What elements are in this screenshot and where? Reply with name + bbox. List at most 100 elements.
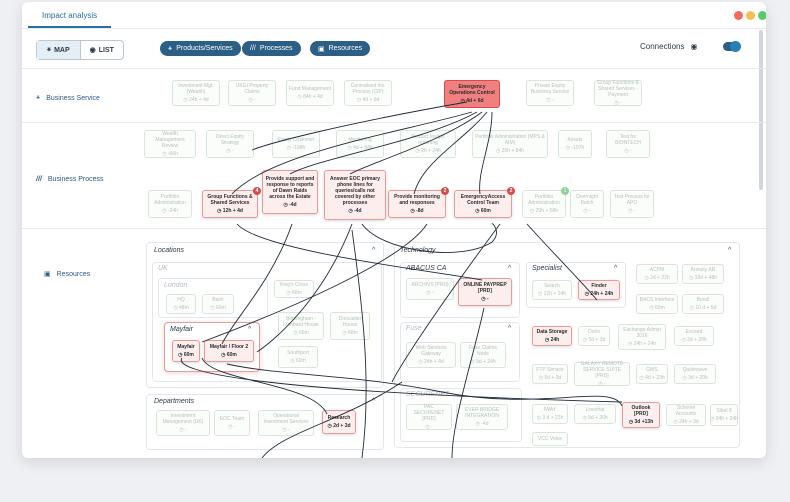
- mayfair-title: Mayfair: [170, 326, 193, 333]
- process-node[interactable]: Answer EOC primary phone lines for queri…: [324, 170, 386, 220]
- node-mayfair-floor-2[interactable]: Mayfair / Floor 2◷ 60m: [204, 340, 254, 362]
- view-toggle: ⚹MAP ◉LIST: [36, 40, 124, 60]
- maximize-dot[interactable]: [758, 11, 766, 20]
- chevron-up-icon[interactable]: ^: [372, 247, 376, 254]
- chevron-up-icon[interactable]: ^: [372, 398, 376, 405]
- node-galaxy[interactable]: GALAXY REMOTE SERVICE SUITE [PRD]◷ -: [574, 361, 630, 387]
- node-hq[interactable]: HQ◷ 48m: [166, 294, 196, 314]
- node-eoc-team[interactable]: EOC Team◷ -: [214, 410, 250, 436]
- process-node[interactable]: Direct Equity Strategy◷ -: [206, 130, 254, 158]
- tab-impact-analysis[interactable]: Impact analysis: [28, 8, 112, 28]
- process-node[interactable]: Provide support and response to reports …: [262, 170, 318, 214]
- box-icon: ▣: [44, 271, 51, 278]
- node-exceed[interactable]: Exceed◷ 2d + 20h: [674, 326, 714, 346]
- list-view-button[interactable]: ◉LIST: [89, 46, 114, 55]
- node-finder[interactable]: Finder◷ 24h + 24h: [578, 280, 620, 300]
- row-business-process: ///Business Process: [36, 176, 104, 183]
- box-icon: ▣: [318, 45, 325, 53]
- count-badge: 2: [507, 187, 515, 195]
- connections-label: Connections◉: [640, 42, 698, 51]
- node-search[interactable]: Search◷ 12h + 24h: [532, 280, 572, 300]
- node-kings-cross[interactable]: King's Cross◷ 60m: [274, 280, 314, 298]
- scrollbar[interactable]: [759, 30, 763, 190]
- service-node[interactable]: UKGI Property Claims◷ -: [228, 80, 276, 106]
- node-scheme-accounts[interactable]: Scheme Accounts◷ 24h + 3d: [666, 404, 706, 426]
- node-outlook[interactable]: Outlook [PRD]◷ 3d +13h: [622, 402, 660, 428]
- connections-toggle[interactable]: [723, 41, 741, 52]
- process-node[interactable]: Wealth Management Review◷ -66h: [144, 130, 196, 158]
- row-business-service: ⚹Business Service: [36, 94, 100, 102]
- node-fuse-claims[interactable]: Fuse Claims Node◷ 5d + 24h: [460, 342, 506, 368]
- node-ftp-service[interactable]: FTP Service◷ 5d + 3d: [532, 364, 568, 384]
- filter-resources[interactable]: ▣Resources: [310, 41, 371, 56]
- node-exchange-admin[interactable]: Exchange Admin 2016◷ 24h + 24h: [618, 324, 666, 350]
- node-investment-management[interactable]: Investment Management (UK)◷ -: [156, 410, 210, 436]
- node-archivs[interactable]: ARCHIVS [PRD]◷ -: [406, 278, 454, 300]
- row-resources: ▣Resources: [44, 270, 91, 279]
- abacus-title: ABACUS CA: [406, 265, 447, 272]
- node-annuity[interactable]: Annuity AR◷ 10d + 48h: [682, 264, 724, 284]
- process-node[interactable]: Test Process for APO◷ -: [610, 190, 654, 218]
- map-icon: ⚹: [46, 46, 52, 53]
- slashes-icon: ///: [250, 45, 256, 52]
- close-dot[interactable]: [734, 11, 743, 20]
- filter-processes[interactable]: ///Processes: [242, 41, 301, 56]
- process-node[interactable]: Group Functions & Shared Services◷ 12h +…: [202, 187, 261, 218]
- process-node[interactable]: Portfolio Administration (MPS & AIM)◷ 20…: [472, 130, 548, 158]
- chevron-up-icon[interactable]: ^: [614, 265, 618, 272]
- node-bundl[interactable]: Bundl◷ 10 d + 5d: [682, 294, 724, 314]
- node-doris[interactable]: Doris◷ 5d + 3d: [578, 326, 610, 346]
- node-southport[interactable]: Southport◷ 60m: [278, 346, 318, 368]
- node-birmingham[interactable]: Birmingham - Lumbard House◷ 60m: [278, 312, 324, 340]
- minimize-dot[interactable]: [746, 11, 755, 20]
- node-operational-investment[interactable]: Operational Investment Services◷ -: [258, 410, 314, 436]
- node-iway[interactable]: IWAY◷ 3 d + 23h: [532, 404, 568, 424]
- chevron-up-icon[interactable]: ^: [248, 326, 252, 333]
- process-node[interactable]: Test for BIONTECH◷ -: [606, 130, 650, 158]
- process-node[interactable]: Equity Customer◷ -108h: [272, 130, 320, 158]
- node-quidessive[interactable]: Quidessive◷ 3d + 20h: [674, 364, 716, 384]
- process-node[interactable]: Product Insight reporting◷ 2h + 24h: [400, 130, 456, 158]
- service-node[interactable]: Emergency Operations Control◷ 4d + 6d: [444, 80, 500, 108]
- service-node[interactable]: Centralised Inv. Process (CIP)◷ 4d + 6d: [344, 80, 392, 106]
- service-node[interactable]: Group Functions & Shared Services - Paym…: [594, 80, 642, 106]
- node-doncaster[interactable]: Doncaster House◷ 60m: [330, 312, 370, 340]
- node-online-payprep[interactable]: ONLINE PAYPREP [PRD]◷ -: [458, 278, 512, 306]
- node-sibel[interactable]: Sibel 8◷ 24h + 24h: [710, 404, 738, 426]
- node-gms[interactable]: GMS◷ 4d + 23h: [636, 364, 668, 384]
- node-bank[interactable]: Bank◷ 60m: [202, 294, 234, 314]
- chevron-up-icon[interactable]: ^: [508, 265, 512, 272]
- process-node[interactable]: Assets◷ -107h: [558, 130, 592, 158]
- node-web-services[interactable]: Web Services Gateway◷ 24h + 4d: [406, 342, 456, 368]
- process-node[interactable]: Overnight Batch◷ -: [570, 190, 604, 218]
- service-node[interactable]: Private Equity Business Service◷ -: [526, 80, 574, 106]
- app-window: Impact analysis ⚹MAP ◉LIST ⚹Products/Ser…: [22, 2, 766, 458]
- network-icon: ⚹: [168, 44, 173, 52]
- node-pac-securenet[interactable]: PAC SECURENET [PRD]◷ -: [406, 404, 452, 430]
- node-vcc-voice[interactable]: VCC Voice: [532, 432, 568, 446]
- filter-products-services[interactable]: ⚹Products/Services: [160, 41, 241, 56]
- departments-title: Departments: [154, 398, 195, 405]
- chevron-up-icon[interactable]: ^: [508, 325, 512, 332]
- service-node[interactable]: Fund Management◷ 84h + 4d: [286, 80, 334, 106]
- eye-icon: ◉: [89, 47, 96, 54]
- node-data-storage[interactable]: Data Storage◷ 24h: [532, 326, 572, 346]
- map-view-button[interactable]: ⚹MAP: [37, 41, 81, 59]
- node-mayfair[interactable]: Mayfair◷ 60m: [172, 340, 200, 362]
- eye-icon[interactable]: ◉: [690, 42, 698, 51]
- count-badge: 1: [561, 187, 569, 195]
- node-research[interactable]: Research◷ 2d + 3d: [322, 410, 356, 434]
- process-node[interactable]: Monitoring◷ 4d + 84h: [336, 130, 384, 158]
- node-bacs[interactable]: BACS Interface◷ 60m: [636, 294, 678, 314]
- chevron-up-icon[interactable]: ^: [728, 247, 732, 254]
- network-icon: ⚹: [36, 94, 41, 101]
- node-everbridge[interactable]: EVER BRIDGE INTEGRATION◷ -4d: [456, 404, 508, 430]
- node-livechat[interactable]: Livechat◷ 5d + 20h: [574, 404, 616, 424]
- process-node[interactable]: Portfolio Administration◷ -24h: [148, 190, 192, 218]
- london-title: London: [164, 282, 188, 289]
- node-acpm[interactable]: ACPM◷ 2d + 22h: [636, 264, 678, 284]
- service-node[interactable]: Investment Mgt. (Wealth)◷ 24h + 4d: [172, 80, 220, 106]
